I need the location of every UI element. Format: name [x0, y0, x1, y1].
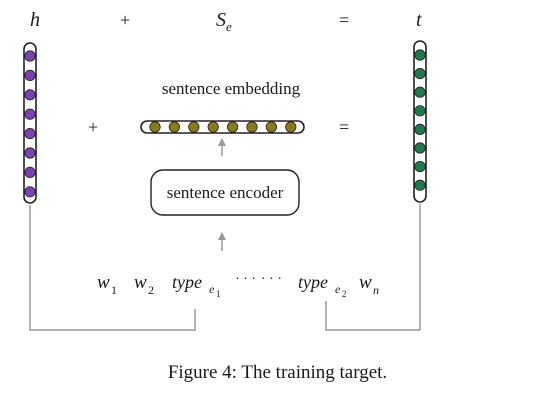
- token-wn: w n: [359, 272, 379, 297]
- sentence-encoder-label: sentence encoder: [167, 183, 284, 202]
- t-vector-dot: [414, 161, 426, 173]
- sentence-embedding-dot: [265, 121, 277, 133]
- type-e2-to-t-connector: [325, 204, 421, 331]
- token-type-e2-index: 2: [342, 289, 347, 299]
- sentence-embedding-dot: [168, 121, 180, 133]
- se-label: S e: [216, 9, 232, 34]
- h-vector-dot: [24, 147, 36, 159]
- h-vector-dots: [24, 50, 36, 198]
- t-vector: [413, 40, 427, 203]
- h-to-type-e1-connector: [29, 205, 196, 331]
- sentence-encoder-box: sentence encoder: [150, 169, 300, 216]
- token-wn-subscript: n: [373, 283, 379, 297]
- token-w2-base: w: [134, 272, 147, 293]
- token-w2: w 2: [134, 272, 154, 297]
- sentence-embedding-dot: [149, 121, 161, 133]
- token-type-e2-subscript: e: [335, 282, 341, 296]
- t-label: t: [416, 9, 422, 31]
- header-plus-sign: +: [120, 10, 130, 30]
- h-vector-dot: [24, 166, 36, 178]
- t-vector-dot: [414, 142, 426, 154]
- sentence-embedding-dot: [227, 121, 239, 133]
- sentence-embedding-dots: [149, 121, 297, 133]
- sentence-embedding-dot: [207, 121, 219, 133]
- t-vector-dot: [414, 105, 426, 117]
- header-equals-sign: =: [339, 10, 349, 30]
- token-type-e1-index: 1: [216, 289, 221, 299]
- h-vector-dot: [24, 50, 36, 62]
- h-vector-dot: [24, 186, 36, 198]
- t-vector-dot: [414, 179, 426, 191]
- h-label: h: [30, 9, 40, 31]
- sentence-encoder-frame: [150, 169, 300, 216]
- t-vector-dot: [414, 123, 426, 135]
- sentence-embedding-dot: [188, 121, 200, 133]
- middle-plus-sign: +: [88, 117, 98, 137]
- h-vector-dot: [24, 89, 36, 101]
- t-vector-dot: [414, 68, 426, 80]
- t-vector-dot: [414, 86, 426, 98]
- token-w1: w 1: [97, 272, 117, 297]
- token-w2-subscript: 2: [148, 283, 154, 297]
- token-type-e1: type e 1: [172, 272, 221, 299]
- sentence-embedding-dot: [246, 121, 258, 133]
- h-vector-dot: [24, 69, 36, 82]
- h-vector-dot: [24, 128, 36, 140]
- h-vector-frame: [23, 42, 37, 204]
- sentence-embedding-dot: [285, 121, 297, 133]
- se-label-base: S: [216, 9, 226, 31]
- se-label-subscript: e: [226, 19, 232, 34]
- token-ellipsis-1: · · ·: [235, 272, 256, 287]
- token-ellipsis-2: · · ·: [261, 272, 282, 287]
- token-sequence: w 1 w 2 type e 1 · · · · · · type e 2 w …: [97, 272, 379, 299]
- token-type-e2-base: type: [298, 272, 328, 292]
- token-type-e2: type e 2: [298, 272, 347, 299]
- sentence-embedding-vector: [140, 120, 305, 134]
- h-vector: [23, 42, 37, 204]
- token-type-e1-base: type: [172, 272, 202, 292]
- token-w1-base: w: [97, 272, 110, 293]
- token-wn-base: w: [359, 272, 372, 293]
- sentence-embedding-label: sentence embedding: [162, 79, 301, 98]
- h-vector-dot: [24, 108, 36, 120]
- middle-equals-sign: =: [339, 117, 349, 137]
- figure-caption: Figure 4: The training target.: [167, 362, 388, 383]
- sentence-embedding-frame: [140, 120, 305, 134]
- t-vector-dots: [414, 49, 426, 191]
- token-w1-subscript: 1: [111, 283, 117, 297]
- t-vector-frame: [413, 40, 427, 203]
- token-type-e1-subscript: e: [209, 282, 215, 296]
- t-vector-dot: [414, 49, 426, 61]
